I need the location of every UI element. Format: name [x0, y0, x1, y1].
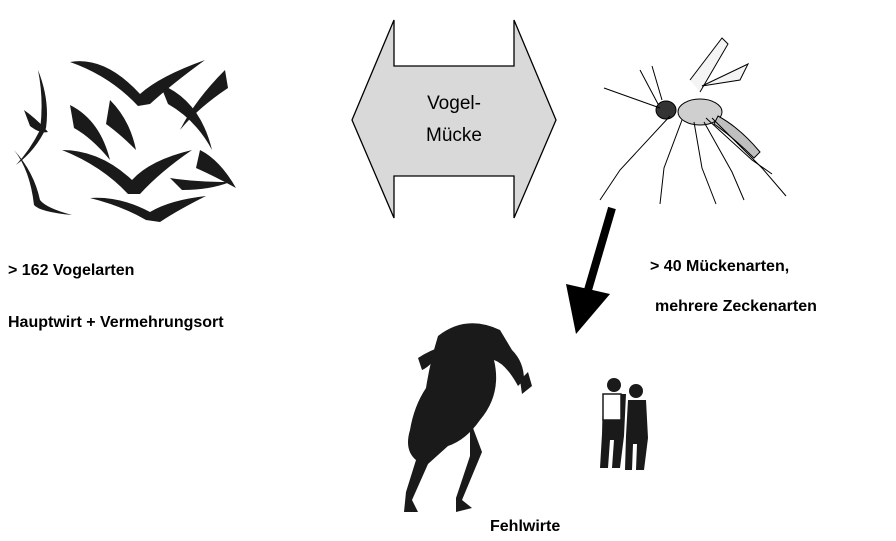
- mosquito-species-count: > 40 Mückenarten,: [650, 258, 789, 276]
- double-arrow-label-line1: Vogel-: [394, 88, 514, 120]
- bird-role-label: Hauptwirt + Vermehrungsort: [8, 314, 224, 332]
- human-couple-image: [600, 378, 648, 470]
- tick-species-label: mehrere Zeckenarten: [655, 298, 817, 316]
- mosquito-image: [600, 38, 786, 204]
- double-arrow-label-line2: Mücke: [394, 120, 514, 152]
- double-arrow-label: Vogel- Mücke: [394, 88, 514, 152]
- transmission-arrow: [566, 208, 612, 334]
- birds-flock-image: [14, 60, 236, 222]
- dead-end-hosts-label: Fehlwirte: [490, 518, 560, 536]
- horse-image: [404, 323, 532, 512]
- bird-species-count: > 162 Vogelarten: [8, 262, 134, 280]
